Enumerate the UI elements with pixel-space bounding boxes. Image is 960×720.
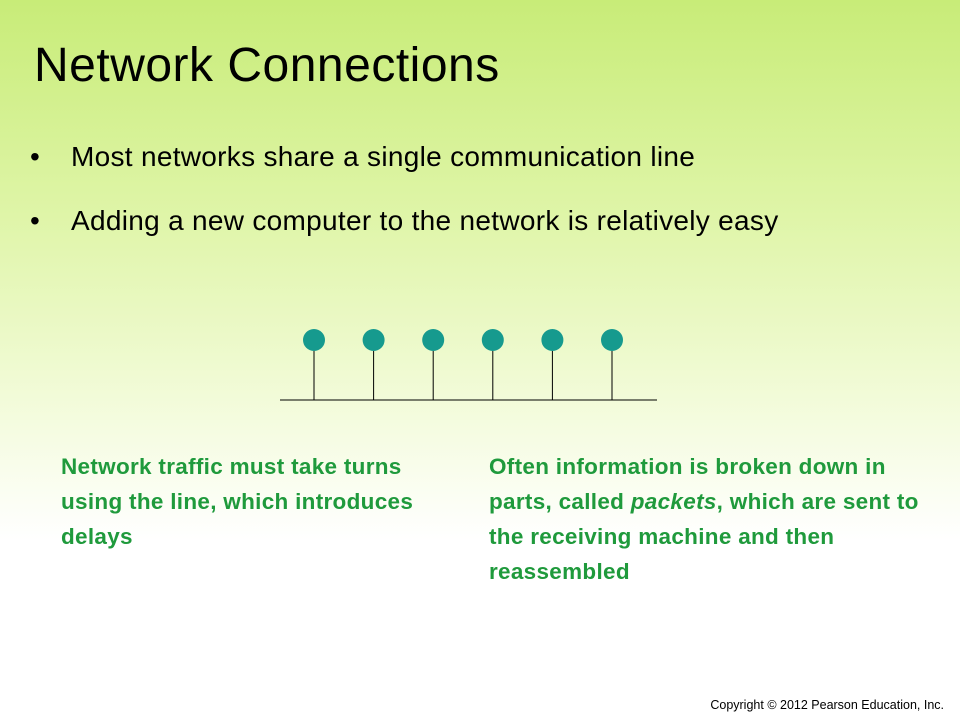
bullet-item: • Adding a new computer to the network i… [30,204,930,238]
computer-node [601,329,623,351]
packets-term: packets [630,489,717,514]
network-nodes [303,329,623,400]
caption-packets-after: , which are sent to the receiving machin… [489,489,919,584]
computer-node [422,329,445,351]
caption-shared-line-delays: Network traffic must take turns using th… [61,454,414,549]
bullet-text: Adding a new computer to the network is … [71,205,779,236]
copyright-notice: Copyright © 2012 Pearson Education, Inc. [710,698,944,712]
bullet-marker: • [30,141,41,172]
slide-title: Network Connections [34,39,500,92]
bullet-item: • Most networks share a single communica… [30,140,930,174]
bullet-text: Most networks share a single communicati… [71,141,696,172]
computer-node [541,329,564,351]
caption-packets: Often information is broken down in part… [489,449,949,589]
computer-node [303,329,325,351]
computer-node [362,329,385,351]
caption-packets-before: Often information is broken down in part… [489,454,886,514]
bullet-marker: • [30,205,41,236]
computer-node [481,329,504,351]
bullet-list: • Most networks share a single communica… [30,140,930,238]
